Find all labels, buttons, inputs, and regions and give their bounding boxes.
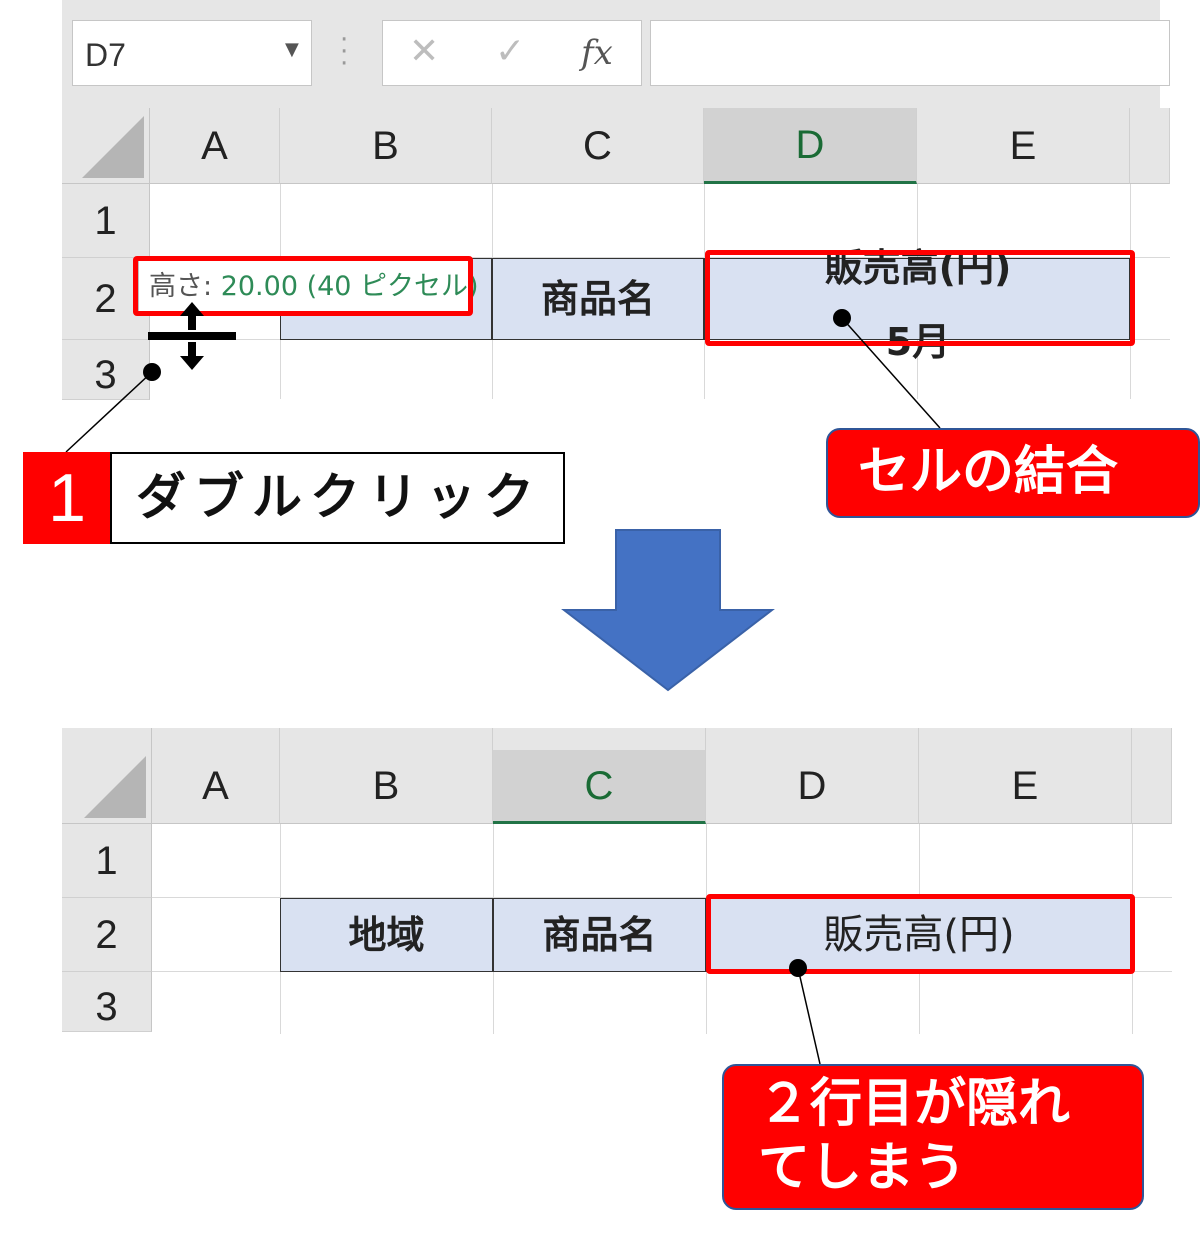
insert-function-icon[interactable]: fx: [581, 33, 613, 73]
tooltip-highlight: [133, 256, 473, 316]
step-number-badge: 1: [23, 452, 111, 544]
name-box-value: D7: [85, 37, 126, 73]
hidden-row-highlight: [706, 894, 1135, 974]
step-instruction: ダブルクリック: [110, 452, 565, 544]
callout-line-2: てしまう: [758, 1138, 967, 1198]
row-header-3[interactable]: 3: [62, 340, 150, 400]
name-box[interactable]: D7 ▼: [72, 20, 312, 86]
column-header-a[interactable]: A: [152, 728, 280, 824]
column-header-d[interactable]: D: [704, 108, 917, 184]
drag-handle-icon[interactable]: ···: [340, 25, 349, 79]
annotation-connector-bottom: [789, 959, 821, 1065]
column-header-c-top: [493, 728, 706, 750]
chevron-down-icon[interactable]: ▼: [285, 39, 299, 60]
bottom-spreadsheet: A B C D E 1 2 3 地域 商品名 販売高(円): [62, 728, 1172, 1034]
cell-c2[interactable]: 商品名: [493, 898, 706, 972]
column-header-f[interactable]: [1132, 728, 1172, 824]
row-height-tooltip: 高さ: 20.00 (40 ピクセル): [138, 260, 479, 314]
column-header-d[interactable]: D: [706, 728, 919, 824]
merged-cell-highlight: [705, 250, 1135, 346]
cell-b2[interactable]: 地域: [280, 898, 493, 972]
column-header-b[interactable]: B: [280, 728, 493, 824]
enter-icon[interactable]: ✓: [495, 31, 526, 72]
formula-buttons: ✕ ✓ fx: [382, 20, 642, 86]
cell-d2-merged[interactable]: 販売高(円) 5月: [704, 246, 1130, 364]
row-header-1[interactable]: 1: [62, 184, 150, 258]
gridline: [150, 257, 1170, 258]
select-all-corner[interactable]: [62, 728, 152, 824]
column-header-c[interactable]: C: [492, 108, 704, 184]
column-header-b[interactable]: B: [280, 108, 492, 184]
cell-c2[interactable]: 商品名: [492, 258, 704, 340]
column-header-c[interactable]: C: [493, 750, 706, 824]
cancel-icon[interactable]: ✕: [409, 31, 440, 72]
tooltip-value: 20.00 (40 ピクセル): [220, 271, 479, 302]
merge-callout: セルの結合: [826, 428, 1200, 518]
tooltip-label: 高さ:: [149, 271, 213, 302]
formula-toolbar: D7 ▼ ··· ✕ ✓ fx: [62, 0, 1170, 108]
column-header-f[interactable]: [1130, 108, 1170, 184]
top-spreadsheet: D7 ▼ ··· ✕ ✓ fx A B C D E 1 2 3 商品名 販売高(…: [62, 0, 1170, 400]
formula-input[interactable]: [650, 20, 1170, 86]
callout-line-1: ２行目が隠れ: [758, 1074, 1071, 1134]
hidden-row-callout: ２行目が隠れ てしまう: [722, 1064, 1144, 1210]
gridline: [152, 897, 1172, 898]
row-header-2[interactable]: 2: [62, 898, 152, 972]
row-resize-cursor-icon: [148, 302, 236, 370]
row-header-3[interactable]: 3: [62, 972, 152, 1032]
row-header-1[interactable]: 1: [62, 824, 152, 898]
select-all-corner[interactable]: [62, 108, 150, 184]
column-header-e[interactable]: E: [917, 108, 1130, 184]
annotation-connectors: [65, 309, 941, 453]
column-header-a[interactable]: A: [150, 108, 280, 184]
down-arrow-icon: [561, 529, 775, 692]
column-header-e[interactable]: E: [919, 728, 1132, 824]
